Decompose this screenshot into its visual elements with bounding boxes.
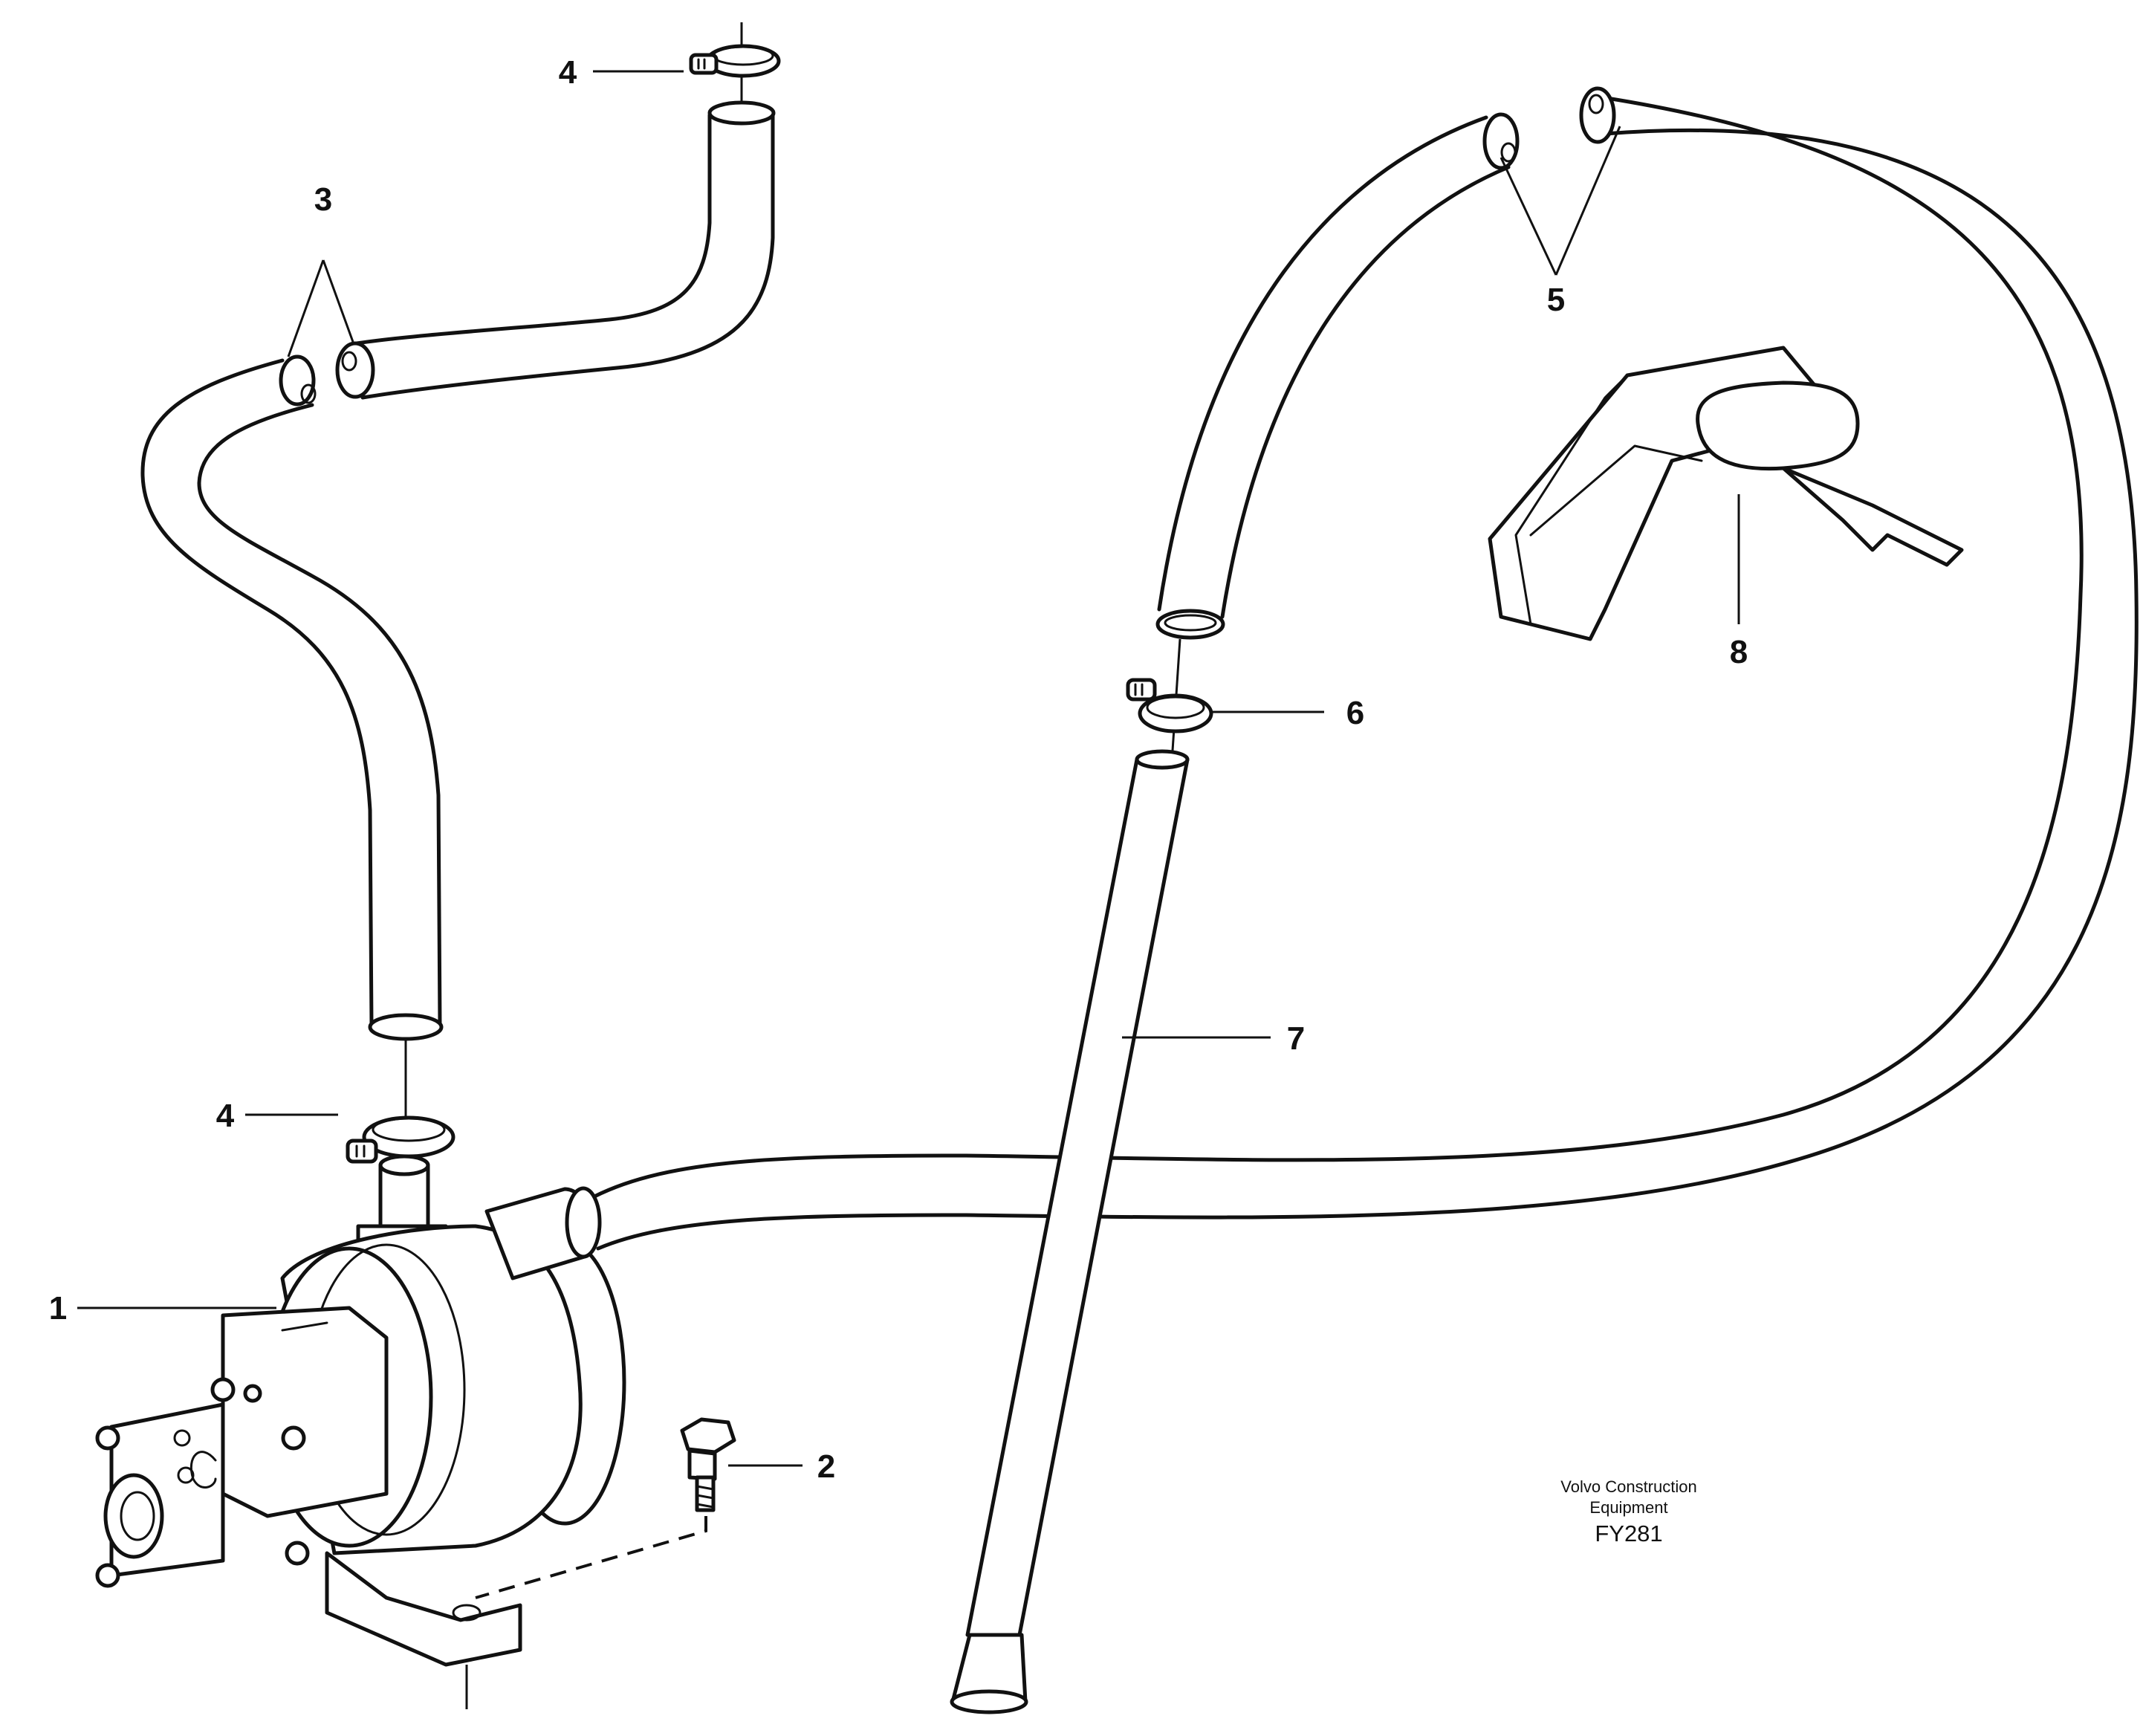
clamp-4-top bbox=[689, 22, 781, 104]
hose-3-upper bbox=[335, 100, 776, 400]
leader-lines bbox=[77, 70, 1740, 1467]
pipe-7 bbox=[950, 749, 1190, 1714]
callout-6: 6 bbox=[1346, 695, 1364, 731]
drawing-code: FY281 bbox=[1595, 1520, 1662, 1546]
callout-1: 1 bbox=[49, 1290, 67, 1327]
callout-3: 3 bbox=[314, 181, 332, 218]
bolt-2 bbox=[475, 1417, 736, 1599]
pump-1 bbox=[95, 1154, 626, 1709]
credit-block: Volvo Construction Equipment FY281 bbox=[1560, 1477, 1696, 1546]
credit-line-2: Equipment bbox=[1589, 1498, 1667, 1517]
callout-4-lower: 4 bbox=[216, 1098, 235, 1134]
cover-8 bbox=[1488, 346, 1964, 641]
hose-5-short bbox=[1155, 112, 1520, 640]
callout-2: 2 bbox=[817, 1448, 835, 1485]
callout-5: 5 bbox=[1547, 282, 1565, 318]
callout-8: 8 bbox=[1730, 634, 1748, 670]
clamp-4-lower bbox=[346, 1040, 455, 1164]
callout-7: 7 bbox=[1287, 1020, 1305, 1057]
credit-line-1: Volvo Construction bbox=[1560, 1477, 1696, 1496]
hose-3-lower bbox=[140, 354, 444, 1041]
clamp-6 bbox=[1126, 638, 1213, 751]
callout-4-top: 4 bbox=[559, 54, 577, 91]
hose-5-long bbox=[592, 86, 2139, 1251]
